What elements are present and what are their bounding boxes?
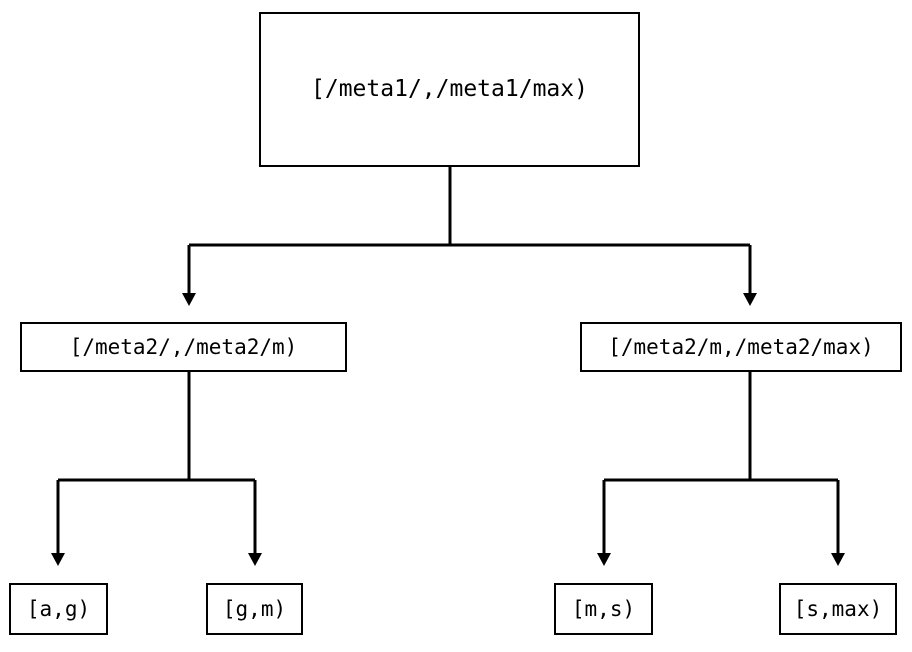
tree-node-leaf-ag-label: [a,g) — [26, 596, 91, 621]
arrowhead-to-mid-left — [182, 293, 196, 306]
arrowhead-to-leaf-gm — [248, 553, 262, 566]
tree-node-mid-right-label: [/meta2/m,/meta2/max) — [608, 334, 874, 359]
tree-node-leaf-gm-label: [g,m) — [222, 596, 287, 621]
tree-node-leaf-ms[interactable]: [m,s) — [554, 583, 653, 635]
arrowhead-to-mid-right — [743, 293, 757, 306]
tree-node-leaf-ag[interactable]: [a,g) — [9, 583, 108, 635]
tree-node-mid-left-label: [/meta2/,/meta2/m) — [69, 334, 298, 359]
arrowhead-to-leaf-ag — [51, 553, 65, 566]
tree-node-root[interactable]: [/meta1/,/meta1/max) — [259, 12, 640, 167]
tree-node-mid-left[interactable]: [/meta2/,/meta2/m) — [20, 322, 347, 372]
tree-node-root-label: [/meta1/,/meta1/max) — [311, 76, 588, 102]
tree-node-leaf-smax-label: [s,max) — [793, 596, 883, 621]
tree-node-leaf-gm[interactable]: [g,m) — [206, 583, 303, 635]
tree-node-mid-right[interactable]: [/meta2/m,/meta2/max) — [580, 322, 902, 372]
arrowhead-to-leaf-ms — [597, 553, 611, 566]
arrowhead-to-leaf-smax — [831, 553, 845, 566]
tree-node-leaf-smax[interactable]: [s,max) — [779, 583, 897, 635]
tree-node-leaf-ms-label: [m,s) — [571, 596, 636, 621]
